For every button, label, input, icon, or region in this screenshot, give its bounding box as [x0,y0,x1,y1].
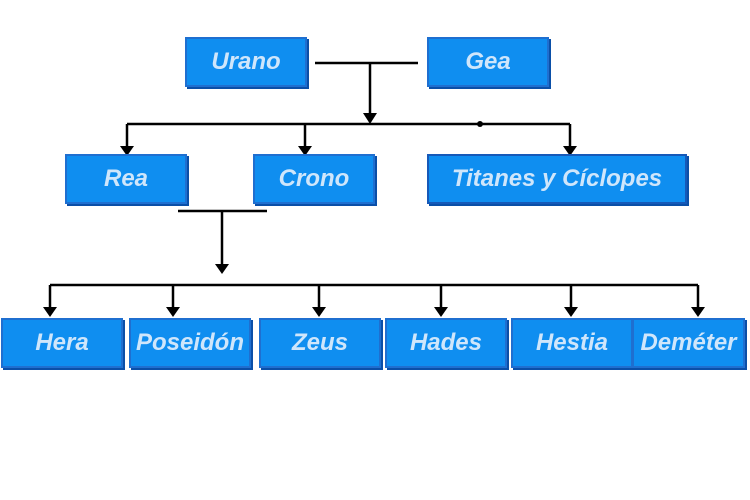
node-hera: Hera [1,318,123,368]
arrowhead-rea [120,146,134,156]
node-rea: Rea [65,154,187,204]
arrowhead-poseidon [166,307,180,317]
arrowhead-hestia [564,307,578,317]
node-hades: Hades [385,318,507,368]
node-poseidon: Poseidón [129,318,251,368]
arrowhead-hera [43,307,57,317]
arrowhead-hades [434,307,448,317]
arrowhead-demeter [691,307,705,317]
arrowhead-crono [298,146,312,156]
node-urano: Urano [185,37,307,87]
arrowhead-urano-gea [363,113,377,124]
arrowhead-titanes [563,146,577,156]
node-hestia: Hestia [511,318,633,368]
junction-dot [477,121,483,127]
node-gea: Gea [427,37,549,87]
node-demeter: Deméter [632,318,745,368]
node-crono: Crono [253,154,375,204]
node-titanes-ciclopes: Titanes y Cíclopes [427,154,687,204]
arrowhead-zeus [312,307,326,317]
arrowhead-rea-crono [215,264,229,274]
node-zeus: Zeus [259,318,381,368]
